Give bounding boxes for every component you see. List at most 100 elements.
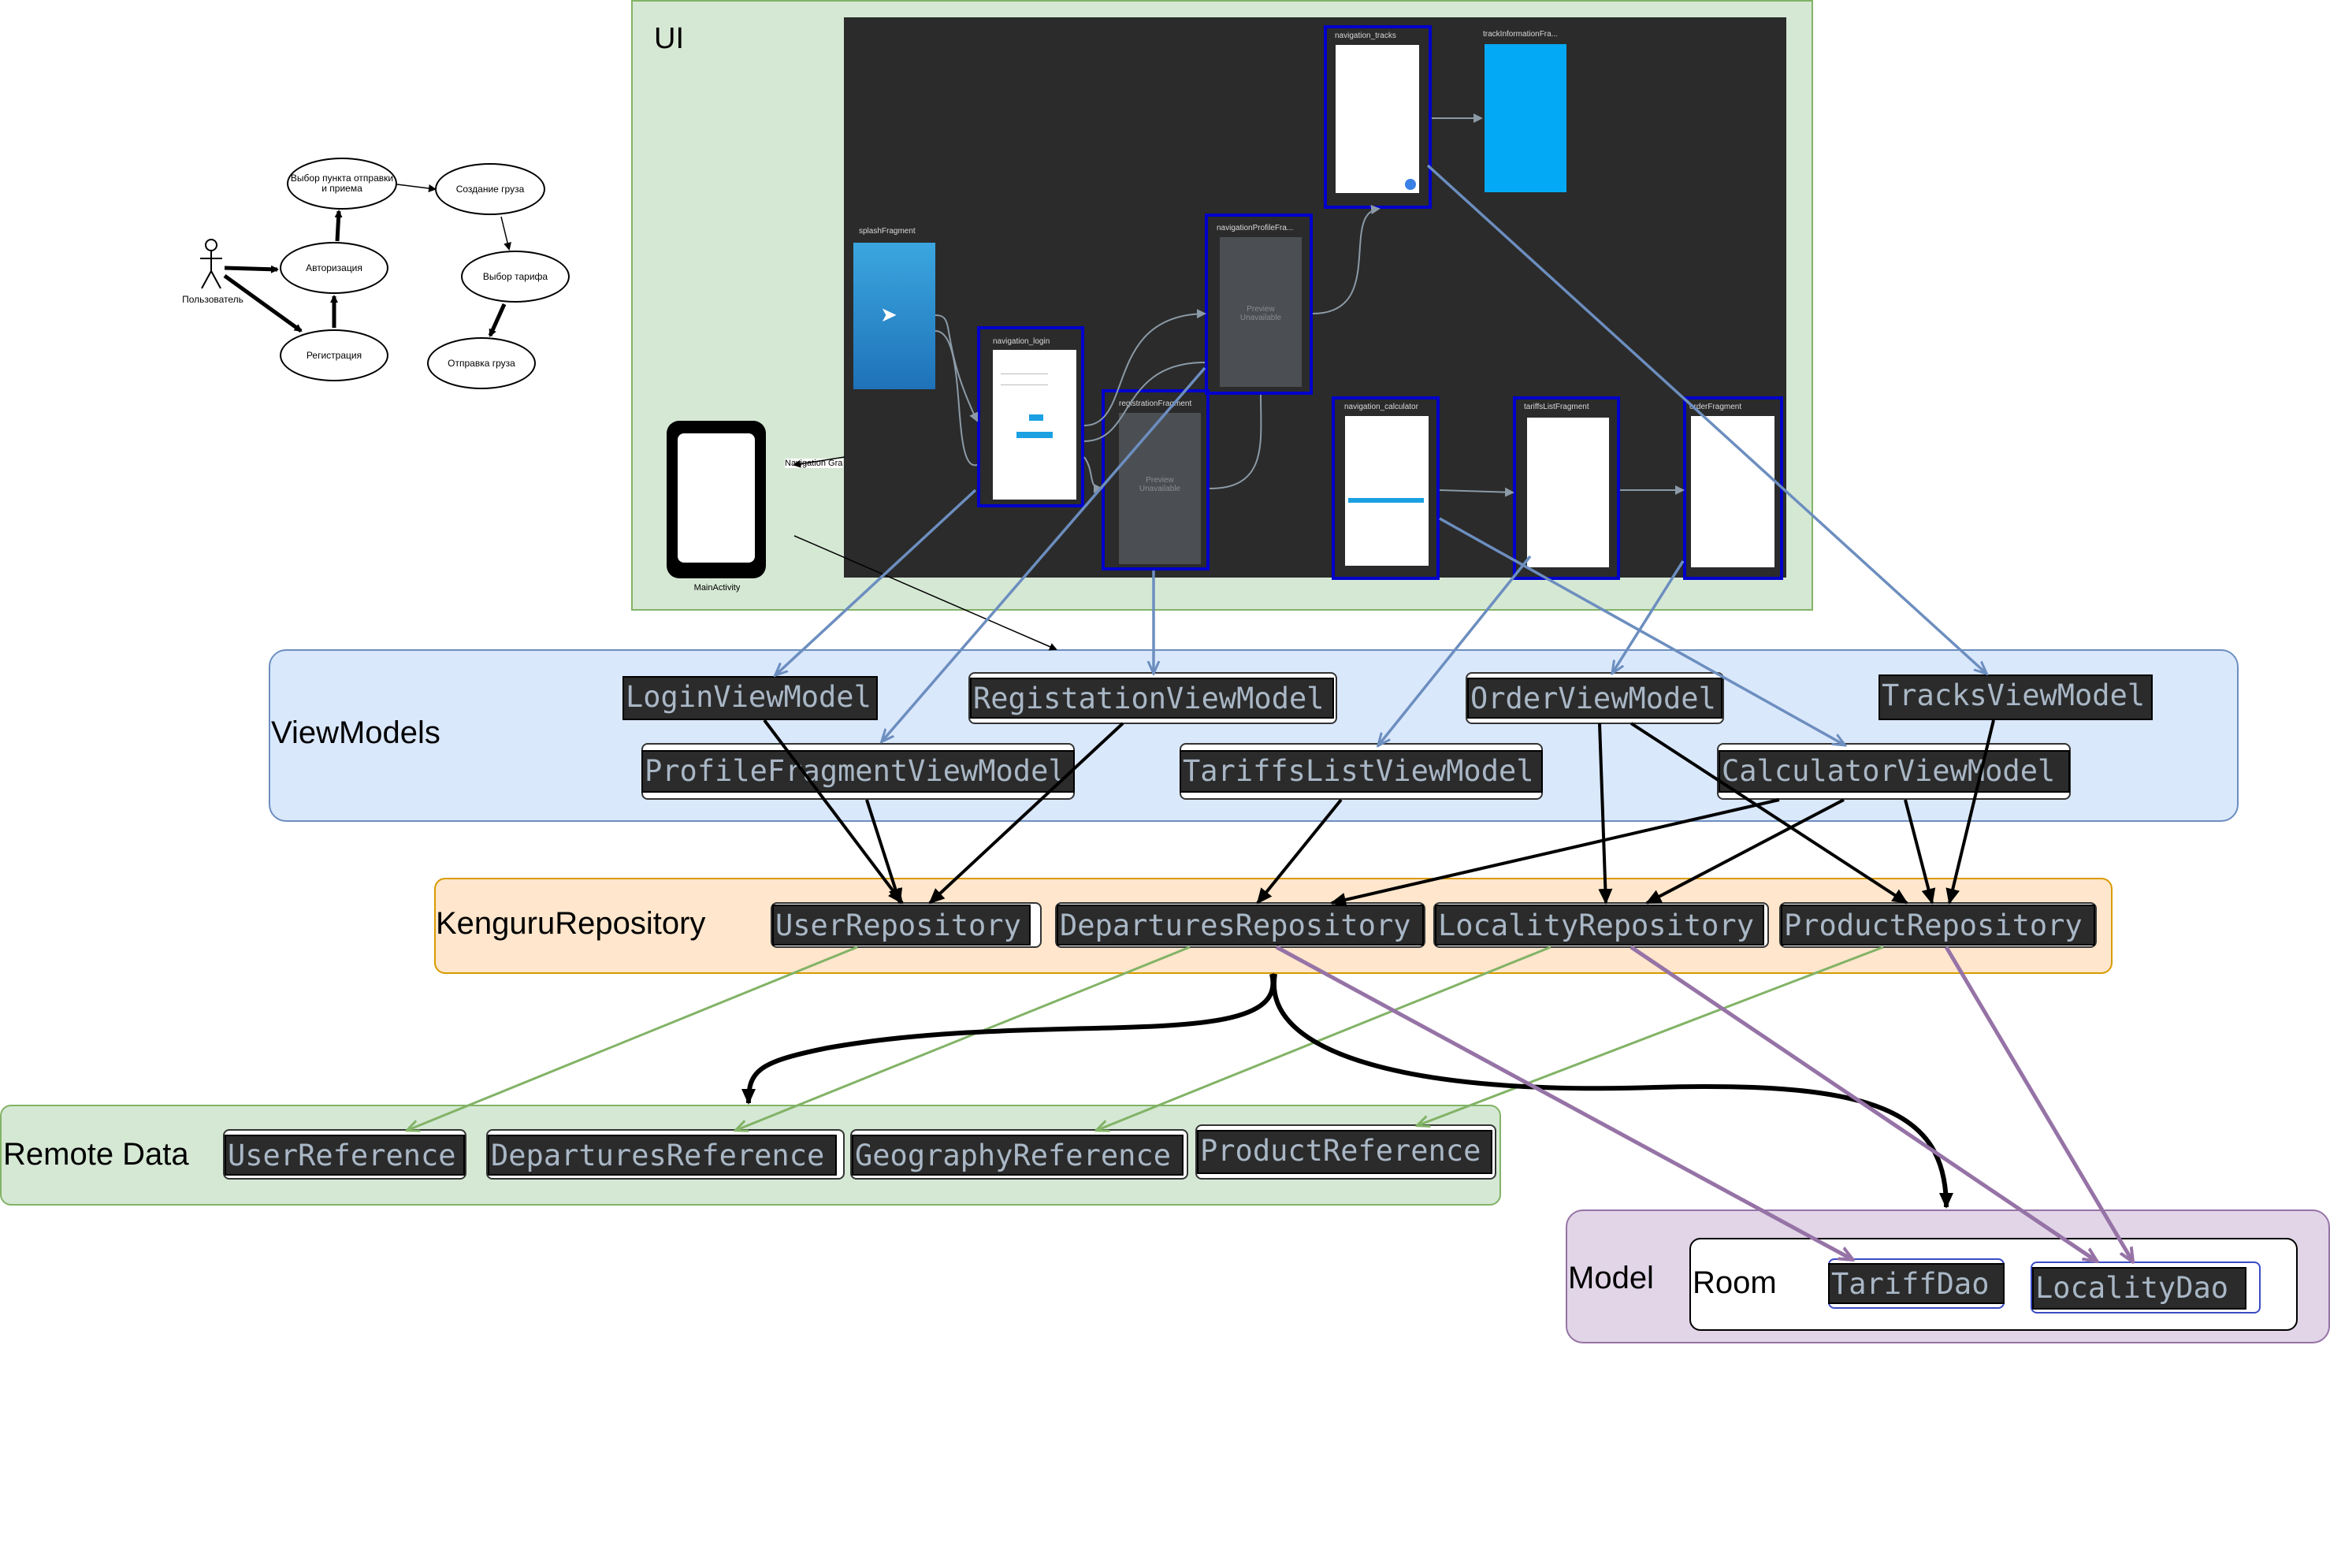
calculator-viewmodel[interactable]: CalculatorViewModel [1719, 750, 2070, 793]
nav-edge-login-profile-2 [1083, 362, 1206, 442]
profile-preview: Preview Unavailable [1220, 237, 1302, 387]
product-repository[interactable]: ProductRepository [1781, 905, 2095, 946]
edge-calcvm-productrepo [1904, 799, 1936, 905]
nav-edge-splash-login-2 [935, 330, 978, 466]
registration-preview-text: Preview Unavailable [1139, 476, 1181, 493]
nav-edge-splash-login [935, 314, 979, 422]
tariff-dao[interactable]: TariffDao [1828, 1263, 2005, 1304]
registration-preview: Preview Unavailable [1119, 413, 1201, 564]
edge-tracksvm-productrepo [1945, 719, 1995, 905]
edge-navgraph-mainactivity [793, 456, 845, 468]
viewmodels-title: ViewModels [271, 715, 440, 750]
edge-order-fragment-ordervm [1613, 560, 1685, 672]
edge-tariffsvm-departuresrepo [1256, 798, 1343, 905]
nav-edge-login-registration [1083, 456, 1103, 493]
registation-viewmodel[interactable]: RegistationViewModel [970, 678, 1334, 719]
edge-localityrepo-localitydao [1630, 945, 2096, 1261]
locality-dao[interactable]: LocalityDao [2032, 1267, 2246, 1310]
edge-loginvm-userrepo [763, 719, 904, 905]
login-fragment-screen [993, 350, 1076, 500]
track-info-fragment-screen [1485, 44, 1566, 192]
registration-fragment-label: registrationFragment [1119, 399, 1192, 408]
user-reference[interactable]: UserReference [225, 1135, 465, 1176]
order-viewmodel[interactable]: OrderViewModel [1467, 678, 1722, 719]
edge-actor-auth [224, 265, 279, 273]
edge-departuresrepo-departuresref-2 [741, 973, 1276, 1105]
tariffs-list-fragment[interactable] [1513, 396, 1620, 580]
kangaroo-icon: ➤ [880, 303, 897, 326]
edge-departuresrepo-departuresref [737, 946, 1191, 1130]
registration-fragment[interactable] [1102, 389, 1210, 570]
edge-localityrepo-geographyref [1098, 946, 1551, 1130]
actor-label: Пользователь [182, 294, 243, 305]
edge-mainactivity-viewmodels [793, 535, 1057, 651]
edge-regvm-userrepo [928, 722, 1124, 905]
oval-create-cargo: Создание груза [435, 163, 545, 215]
edge-calcvm-localityrepo [1645, 798, 1845, 905]
edge-create-choose-tariff [500, 216, 511, 251]
profile-fragment[interactable] [1205, 214, 1313, 395]
tracks-fragment-screen [1336, 45, 1419, 193]
profile-preview-text: Preview Unavailable [1239, 305, 1282, 322]
calculator-fragment-label: navigation_calculator [1344, 403, 1418, 411]
profile-fragment-viewmodel[interactable]: ProfileFragmentViewModel [641, 750, 1075, 793]
nav-edge-profile-tracks [1312, 205, 1381, 314]
departures-repository[interactable]: DeparturesRepository [1057, 905, 1424, 946]
edge-productrepo-localitydao [1944, 946, 2132, 1261]
splash-fragment-label: splashFragment [859, 227, 916, 236]
edge-tariff-send [488, 303, 507, 337]
oval-choose-tariff: Выбор тарифа [461, 251, 570, 303]
room-title: Room [1693, 1265, 1777, 1300]
remote-data-title: Remote Data [3, 1137, 189, 1172]
edge-auth-choose-point [334, 210, 343, 242]
main-activity-label: MainActivity [693, 583, 741, 593]
main-activity-phone-icon [667, 421, 766, 578]
tariffs-list-fragment-label: tariffsListFragment [1524, 403, 1589, 411]
edge-tariffs-fragment-tariffsvm [1379, 555, 1532, 745]
oval-auth: Авторизация [280, 242, 388, 294]
edge-calcvm-departuresrepo [1330, 798, 1780, 907]
tariffs-list-fragment-screen [1527, 418, 1609, 567]
edge-profile-fragment-profilevm [883, 366, 1206, 741]
departures-reference[interactable]: DeparturesReference [488, 1135, 837, 1176]
repository-title: KenguruRepository [436, 906, 706, 941]
edge-departuresrepo-model [1271, 973, 1953, 1209]
track-info-fragment-label: trackInformationFra... [1483, 30, 1559, 39]
fab-icon [1405, 179, 1416, 190]
ui-title: UI [654, 22, 684, 55]
edge-departuresrepo-tariffdao [1275, 945, 1852, 1259]
edge-actor-registration [223, 273, 303, 333]
geography-reference[interactable]: GeographyReference [852, 1135, 1184, 1176]
nav-edge-registration-profile [1209, 394, 1262, 489]
product-reference[interactable]: ProductReference [1197, 1130, 1492, 1174]
edge-userrepo-userref [408, 946, 858, 1130]
oval-choose-point: Выбор пункта отправки и приема [287, 158, 397, 210]
nav-edge-calculator-tariffs [1439, 487, 1514, 497]
tracks-fragment-label: navigation_tracks [1335, 32, 1396, 40]
login-viewmodel[interactable]: LoginViewModel [622, 676, 878, 720]
actor-figure [197, 238, 225, 293]
nav-edge-login-profile [1083, 309, 1206, 426]
user-repository[interactable]: UserRepository [772, 905, 1031, 946]
oval-send-cargo: Отправка груза [427, 337, 536, 389]
edge-productrepo-productref [1418, 946, 1884, 1125]
splash-fragment-screen [853, 243, 935, 389]
login-fragment-label: navigation_login [993, 337, 1050, 346]
login-fragment[interactable] [977, 326, 1084, 507]
profile-fragment-label: navigationProfileFra... [1217, 224, 1294, 232]
order-fragment-label: orderFragment [1689, 403, 1742, 411]
edge-ordervm-localityrepo [1598, 723, 1613, 905]
edge-profilevm-userrepo [865, 799, 903, 905]
actor-icon [200, 239, 222, 289]
locality-repository[interactable]: LocalityRepository [1435, 905, 1764, 946]
calculator-fragment[interactable] [1332, 396, 1440, 580]
calculator-fragment-screen [1345, 416, 1429, 566]
tracks-viewmodel[interactable]: TracksViewModel [1878, 674, 2153, 720]
oval-registration: Регистрация [280, 329, 388, 381]
model-title: Model [1568, 1261, 1654, 1295]
edge-choose-point-create [396, 184, 437, 192]
tariffs-list-viewmodel[interactable]: TariffsListViewModel [1180, 750, 1543, 793]
edge-ordervm-productrepo [1630, 722, 1908, 905]
edge-login-fragment-loginvm [776, 489, 977, 674]
